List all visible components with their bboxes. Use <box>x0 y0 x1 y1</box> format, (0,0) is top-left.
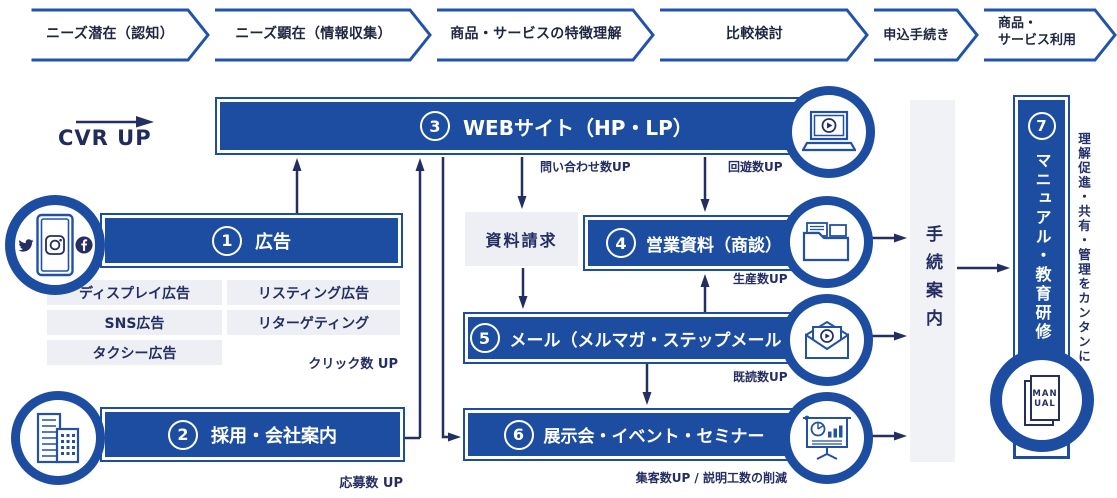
number-badge: 3 <box>420 111 450 141</box>
box-website-label: WEBサイト（HP・LP） <box>463 115 693 140</box>
number-badge: 4 <box>606 228 636 258</box>
box-ads: 1 広告 <box>100 213 403 268</box>
box-mail: 5 メール（メルマガ・ステップメール） <box>463 312 805 364</box>
presentation-chart-icon <box>803 415 851 460</box>
chip-sns-ads: SNS広告 <box>47 310 222 335</box>
manual-circle-inner: MAN UAL <box>1002 360 1082 440</box>
manual-book-text-line1: MAN <box>1032 389 1057 399</box>
stage-label: 申込手続き <box>883 27 950 43</box>
number-badge: 1 <box>212 225 242 256</box>
mail-open-play-icon <box>805 320 849 359</box>
stage-needs-latent: ニーズ潜在（認知） <box>30 8 210 62</box>
folder-documents-icon <box>802 222 850 262</box>
building-circle-inner <box>20 400 96 476</box>
kpi-read: 既読数UP <box>733 370 788 384</box>
stage-label: ニーズ顕在（情報収集） <box>235 26 392 42</box>
box-manual-label: マニュアル・教育研修 <box>1032 152 1052 342</box>
stage-application: 申込手続き <box>874 8 979 62</box>
smartphone-icon <box>36 213 74 277</box>
manual-benefit-note: 理解促進・共有・管理をカンタンに <box>1076 132 1091 364</box>
box-ads-label: 広告 <box>255 231 291 253</box>
chip-taxi-ads: タクシー広告 <box>47 340 222 365</box>
number-badge: 7 <box>1027 112 1056 140</box>
building-icon <box>36 412 80 464</box>
chip-listing-ads: リスティング広告 <box>227 280 400 305</box>
kpi-production: 生産数UP <box>733 272 788 286</box>
number-badge: 5 <box>469 323 500 353</box>
presentation-circle-inner <box>790 401 864 475</box>
kpi-inquiry: 問い合わせ数UP <box>540 160 631 174</box>
stage-comparison: 比較検討 <box>660 8 869 62</box>
kpi-visitors: 集客数UP / 説明工数の削減 <box>635 471 787 485</box>
laptop-play-icon <box>802 110 856 152</box>
procedure-guide-label: 手続案内 <box>922 225 942 337</box>
number-badge: 6 <box>503 419 534 450</box>
box-sales-label: 営業資料（商談） <box>646 235 782 256</box>
number-badge: 2 <box>168 419 198 450</box>
twitter-icon <box>18 238 34 252</box>
box-mail-label: メール（メルマガ・ステップメール） <box>509 330 799 351</box>
chip-retargeting: リターゲティング <box>227 310 400 335</box>
box-website: 3 WEBサイト（HP・LP） <box>215 97 805 155</box>
manual-book-text-line2: UAL <box>1034 399 1056 409</box>
laptop-circle-inner <box>792 95 866 169</box>
facebook-icon <box>75 236 93 254</box>
box-recruit-label: 採用・会社案内 <box>211 425 337 447</box>
box-events-label: 展示会・イベント・セミナー <box>543 427 765 447</box>
manual-book-icon: MAN UAL <box>1024 375 1060 426</box>
sns-circle-inner <box>15 205 95 285</box>
stage-label: 商品・ サービス利用 <box>998 16 1077 48</box>
stage-label: 比較検討 <box>725 26 784 42</box>
kpi-applications: 応募数 UP <box>339 476 403 491</box>
box-events: 6 展示会・イベント・セミナー <box>463 408 805 461</box>
kpi-circulation: 回遊数UP <box>728 160 783 174</box>
stage-label: 商品・サービスの特徴理解 <box>450 26 622 42</box>
stage-needs-evident: ニーズ顕在（情報収集） <box>215 8 432 62</box>
document-request-box: 資料請求 <box>465 212 578 266</box>
stage-label: ニーズ潜在（認知） <box>46 26 174 42</box>
kpi-clicks: クリック数 UP <box>308 357 398 372</box>
cvr-up-label: CVR UP <box>58 126 152 150</box>
mail-circle-inner <box>790 303 864 377</box>
folder-circle-inner <box>790 205 864 279</box>
stage-service-use: 商品・ サービス利用 <box>984 8 1117 62</box>
stage-feature-understanding: 商品・サービスの特徴理解 <box>437 8 655 62</box>
box-sales-materials: 4 営業資料（商談） <box>583 215 805 271</box>
box-recruit: 2 採用・会社案内 <box>100 407 405 462</box>
procedure-guide-bar: 手続案内 <box>910 100 955 462</box>
